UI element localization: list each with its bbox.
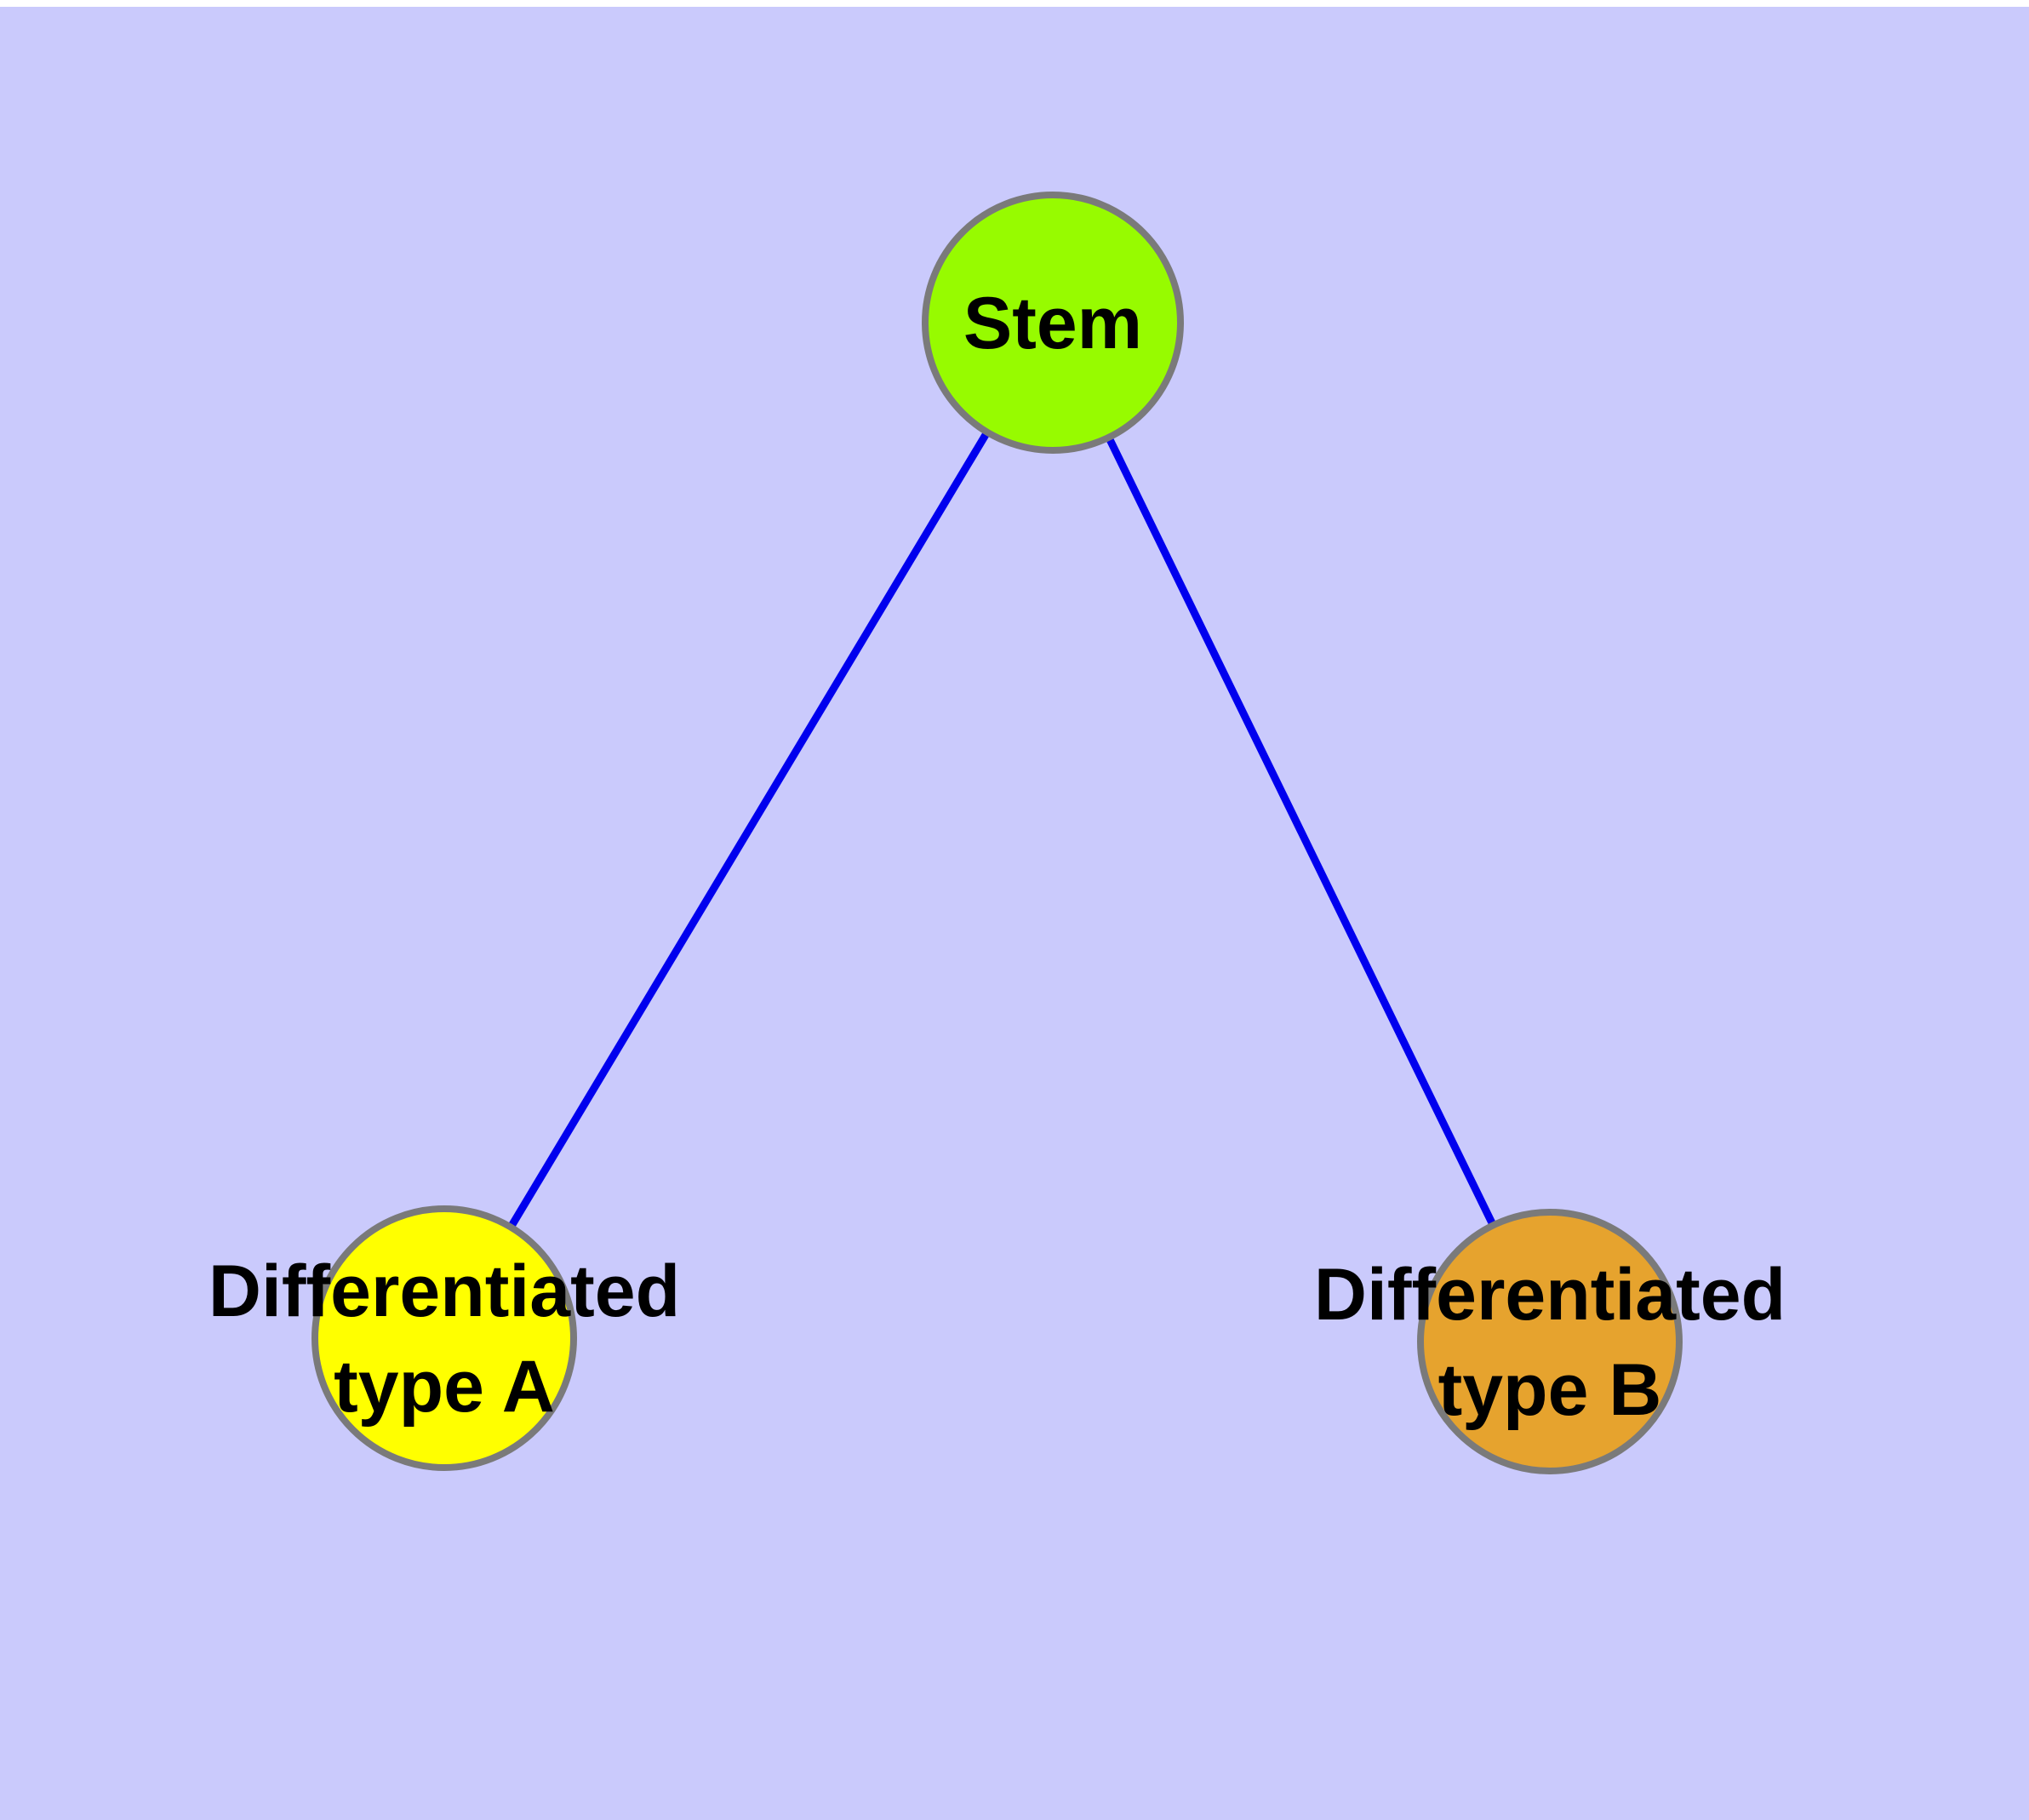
edge-stem-to-differentiated-type-a [441,320,1056,1341]
node-differentiated-type-b [1417,1209,1683,1474]
node-differentiated-type-a [311,1205,577,1471]
edge-stem-to-differentiated-type-b [1049,321,1554,1343]
node-label-stem: Stem [963,283,1142,364]
node-stem [922,192,1184,454]
